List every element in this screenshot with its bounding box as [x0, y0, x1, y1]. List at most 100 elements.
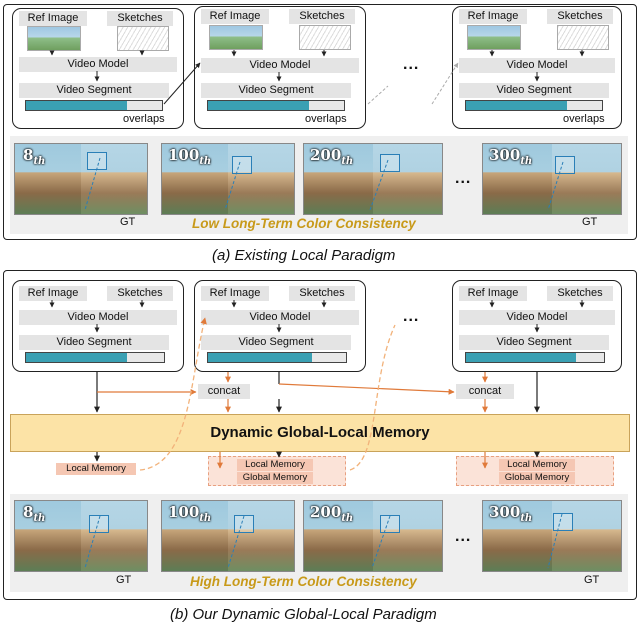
- overlaps-label: overlaps: [563, 113, 605, 125]
- frame-index-label: 100th: [168, 503, 212, 524]
- overlaps-label: overlaps: [123, 113, 165, 125]
- concat-box-1: concat: [198, 384, 250, 399]
- zoom-box: [555, 156, 575, 174]
- segment-fill: [208, 101, 309, 110]
- sketches-label: Sketches: [107, 286, 173, 301]
- overlap-arrow-faded: [367, 85, 389, 105]
- frame-index-label: 200th: [310, 146, 354, 167]
- ref-image-thumbnail: [209, 25, 263, 50]
- video-segment-label: Video Segment: [201, 335, 351, 350]
- frame-index-label: 8th: [23, 146, 46, 167]
- ref-image-label: Ref Image: [459, 286, 527, 301]
- panel-our-paradigm: [3, 270, 637, 600]
- frame-200th: 200th: [303, 500, 443, 572]
- frame-index-label: 200th: [310, 503, 354, 524]
- ref-image-label: Ref Image: [201, 286, 269, 301]
- segment-fill: [466, 353, 577, 362]
- caption-a: (a) Existing Local Paradigm: [212, 247, 396, 264]
- video-segment-bar: [207, 352, 347, 363]
- video-segment-bar: [465, 352, 605, 363]
- segment-fill: [26, 101, 127, 110]
- ellipsis-bottom-frames: ...: [455, 528, 472, 545]
- video-model-box: Video Model: [19, 57, 177, 72]
- stage-2: Ref Image Sketches Video Model Video Seg…: [194, 6, 366, 129]
- frame-100th: 100th: [161, 143, 295, 215]
- memory-feedback-curve: [349, 324, 396, 471]
- frame-200th: 200th: [303, 143, 443, 215]
- local-memory-chip: Local Memory: [499, 459, 575, 471]
- stage-3: Ref Image Sketches Video Model Video Seg…: [452, 6, 622, 129]
- zoom-box: [380, 154, 400, 172]
- memory-feedback-curve: [139, 317, 207, 471]
- consistency-label-low: Low Long-Term Color Consistency: [192, 216, 416, 231]
- ref-image-label: Ref Image: [19, 11, 87, 26]
- frames-strip-top: 8th GT 100th 200th ... 300th GT Low Long…: [10, 136, 628, 234]
- video-segment-label: Video Segment: [201, 83, 351, 98]
- sketches-label: Sketches: [547, 9, 613, 24]
- stage-2-ours: Ref Image Sketches Video Model Video Seg…: [194, 280, 366, 372]
- video-model-box: Video Model: [19, 310, 177, 325]
- frame-index-label: 300th: [489, 146, 533, 167]
- overlap-arrow-faded: [431, 62, 459, 105]
- gt-label: GT: [120, 216, 136, 228]
- segment-fill: [26, 353, 127, 362]
- concat-box-2: concat: [456, 384, 514, 399]
- video-segment-label: Video Segment: [459, 335, 609, 350]
- frame-index-label: 300th: [489, 503, 533, 524]
- overlap-arrow: [163, 62, 201, 105]
- local-memory-chip: Local Memory: [237, 459, 313, 471]
- sketches-label: Sketches: [289, 9, 355, 24]
- stage-1-ours: Ref Image Sketches Video Model Video Seg…: [12, 280, 184, 372]
- frame-index-label: 8th: [23, 503, 46, 524]
- video-segment-bar: [25, 352, 165, 363]
- dynamic-memory-bar: Dynamic Global-Local Memory: [10, 414, 630, 452]
- video-segment-label: Video Segment: [459, 83, 609, 98]
- ellipsis-top-stages: ...: [403, 56, 420, 73]
- zoom-box: [89, 515, 109, 533]
- ref-image-thumbnail: [467, 25, 521, 50]
- bottom-stage-internal-arrows: [49, 300, 585, 333]
- sketches-label: Sketches: [289, 286, 355, 301]
- segment-fill: [466, 101, 567, 110]
- video-model-box: Video Model: [201, 58, 359, 73]
- frames-strip-bottom: 8th GT 100th 200th ... 300th GT High Lon…: [10, 494, 628, 592]
- ellipsis-top-frames: ...: [455, 170, 472, 187]
- frame-index-label: 100th: [168, 146, 212, 167]
- caption-b: (b) Our Dynamic Global-Local Paradigm: [170, 606, 437, 623]
- video-model-box: Video Model: [459, 58, 615, 73]
- ellipsis-bottom-stages: ...: [403, 308, 420, 325]
- sketch-thumbnail: [117, 26, 169, 51]
- zoom-box: [553, 513, 573, 531]
- frame-8th: 8th: [14, 500, 148, 572]
- stage-1: Ref Image Sketches Video Model Video Seg…: [12, 8, 184, 129]
- frame-8th: 8th: [14, 143, 148, 215]
- global-memory-chip: Global Memory: [237, 472, 313, 484]
- frame-300th: 300th: [482, 500, 622, 572]
- consistency-label-high: High Long-Term Color Consistency: [190, 574, 417, 589]
- video-segment-bar: [207, 100, 345, 111]
- global-memory-chip: Global Memory: [499, 472, 575, 484]
- video-model-box: Video Model: [201, 310, 359, 325]
- gt-label: GT: [116, 574, 132, 586]
- video-segment-bar: [25, 100, 163, 111]
- video-segment-label: Video Segment: [19, 83, 169, 98]
- sketches-label: Sketches: [107, 11, 173, 26]
- frame-300th: 300th: [482, 143, 622, 215]
- video-segment-bar: [465, 100, 603, 111]
- ref-image-label: Ref Image: [19, 286, 87, 301]
- ref-image-label: Ref Image: [201, 9, 269, 24]
- top-stage-internal-arrows: [49, 50, 585, 82]
- panel-existing-paradigm: [3, 4, 637, 240]
- sketch-thumbnail: [557, 25, 609, 50]
- video-model-box: Video Model: [459, 310, 615, 325]
- gt-label: GT: [582, 216, 598, 228]
- gt-label: GT: [584, 574, 600, 586]
- local-memory-chip: Local Memory: [56, 463, 136, 475]
- video-segment-label: Video Segment: [19, 335, 169, 350]
- sketch-thumbnail: [299, 25, 351, 50]
- zoom-box: [380, 515, 400, 533]
- overlaps-label: overlaps: [305, 113, 347, 125]
- segment-fill: [208, 353, 312, 362]
- frame-100th: 100th: [161, 500, 295, 572]
